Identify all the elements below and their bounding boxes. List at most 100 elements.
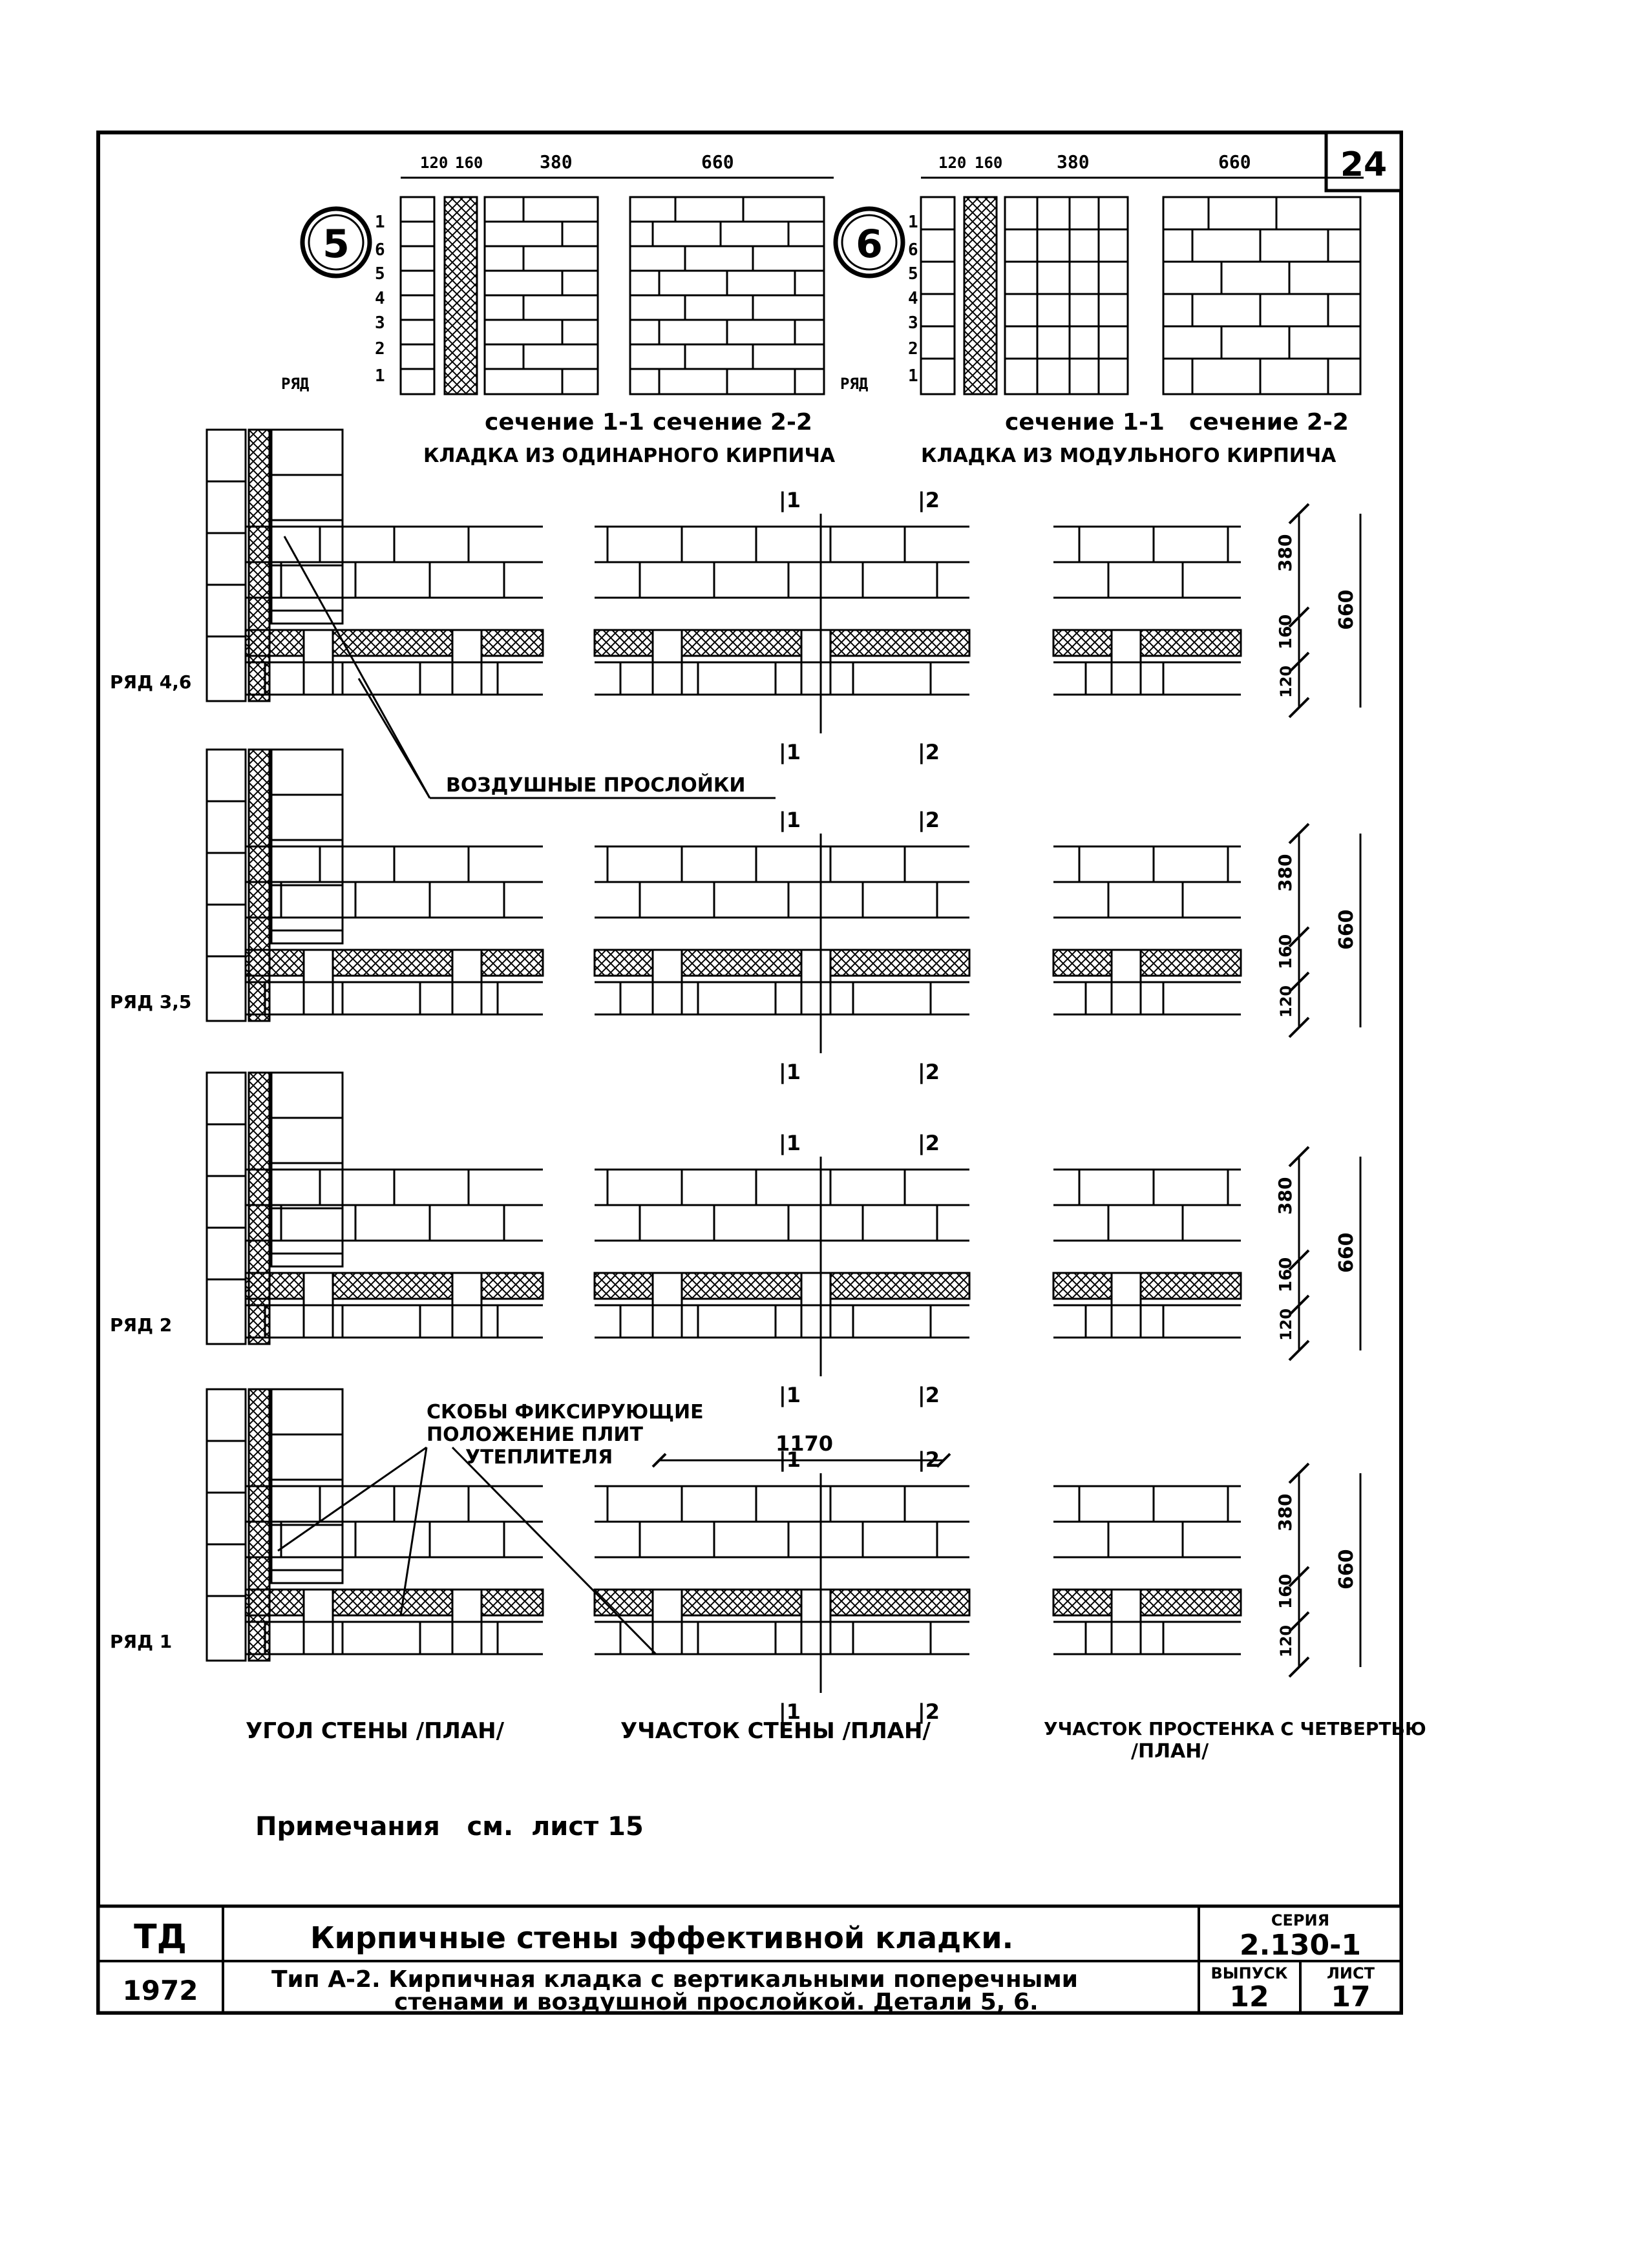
cut-mark-2-top: |2 bbox=[918, 1131, 940, 1156]
insulation-layer bbox=[1052, 1272, 1242, 1300]
dim-120: 120 bbox=[1277, 1308, 1295, 1341]
caption-corner: УГОЛ СТЕНЫ /ПЛАН/ bbox=[246, 1718, 505, 1744]
cut-mark-2-top: |2 bbox=[918, 488, 940, 513]
detail-6: 6 120 160 380 660 1 6 5 4 3 2 1 РЯД bbox=[833, 151, 1364, 467]
cut-mark-1-top: |1 bbox=[779, 488, 801, 513]
insulation-layer bbox=[244, 1588, 544, 1617]
wall-segment-2 bbox=[593, 1168, 971, 1339]
title-block: ТД 1972 Кирпичные стены эффективной клад… bbox=[96, 1904, 1403, 2015]
detail-5-dim-160: 160 bbox=[455, 154, 483, 172]
dim-160: 160 bbox=[1276, 614, 1296, 649]
air-gaps-label: ВОЗДУШНЫЕ ПРОСЛОЙКИ bbox=[446, 773, 746, 797]
plan-row-label: РЯД 1 bbox=[110, 1631, 172, 1652]
detail-5-row-numbers: 1 6 5 4 3 2 1 РЯД bbox=[281, 213, 385, 393]
detail-5-id: 5 bbox=[322, 222, 350, 267]
corner-insulation-vertical bbox=[248, 1071, 271, 1345]
detail-6-section-2-2-label: сечение 2-2 bbox=[1189, 409, 1349, 436]
detail-6-circle bbox=[833, 206, 905, 278]
wall-segment-3 bbox=[1052, 845, 1242, 1016]
dim-120: 120 bbox=[1277, 985, 1295, 1018]
svg-text:5: 5 bbox=[908, 264, 918, 284]
cut-mark-2-top: |2 bbox=[918, 808, 940, 833]
detail-5-dim-380: 380 bbox=[540, 151, 573, 173]
wall-segment-2 bbox=[593, 525, 971, 696]
series-label: СЕРИЯ bbox=[1271, 1911, 1329, 1929]
corner-vertical-outer bbox=[206, 428, 247, 702]
detail-6-section-1-1-label: сечение 1-1 bbox=[1005, 409, 1165, 436]
svg-text:2: 2 bbox=[908, 339, 918, 359]
dim-380: 380 bbox=[1274, 854, 1296, 892]
insulation-layer bbox=[244, 629, 544, 657]
caption-pier-plan: /ПЛАН/ bbox=[1131, 1740, 1209, 1763]
dim-160: 160 bbox=[1276, 1257, 1296, 1292]
corner-insulation-vertical bbox=[248, 428, 271, 702]
plan-row-label: РЯД 3,5 bbox=[110, 991, 191, 1013]
cut-mark-1-top: |1 bbox=[779, 808, 801, 833]
corner-vertical-outer bbox=[206, 748, 247, 1022]
svg-text:4: 4 bbox=[375, 289, 385, 308]
sheet-value: 17 bbox=[1331, 1980, 1370, 2013]
cut-mark-1-bottom: |1 bbox=[779, 1383, 801, 1408]
insulation-layer bbox=[1052, 1588, 1242, 1617]
series-value: 2.130-1 bbox=[1240, 1929, 1361, 1962]
detail-6-dim-380: 380 bbox=[1057, 151, 1090, 173]
detail-6-dim-120: 120 bbox=[938, 154, 966, 172]
detail-5-dim-660: 660 bbox=[701, 151, 734, 173]
detail-6-dim-660: 660 bbox=[1218, 151, 1251, 173]
dim-660: 660 bbox=[1335, 1232, 1358, 1273]
wall-segment-3 bbox=[1052, 1168, 1242, 1339]
issue-value: 12 bbox=[1229, 1980, 1269, 2013]
insulation-layer bbox=[1052, 949, 1242, 977]
detail-6-id: 6 bbox=[856, 222, 883, 267]
svg-text:3: 3 bbox=[908, 313, 918, 333]
cut-mark-2-bottom: |2 bbox=[918, 1383, 940, 1408]
caption-pier: УЧАСТОК ПРОСТЕНКА С ЧЕТВЕРТЬЮ bbox=[1044, 1718, 1426, 1739]
caption-wall-section: УЧАСТОК СТЕНЫ /ПЛАН/ bbox=[620, 1718, 931, 1744]
air-gaps-callout: ВОЗДУШНЫЕ ПРОСЛОЙКИ bbox=[283, 536, 776, 799]
dim-380: 380 bbox=[1274, 534, 1296, 572]
dim-120: 120 bbox=[1277, 666, 1295, 698]
wall-segment-1 bbox=[244, 1168, 544, 1339]
title-block-title: Кирпичные стены эффективной кладки. bbox=[310, 1920, 1013, 1955]
detail-5-circle bbox=[300, 206, 372, 278]
svg-text:1: 1 bbox=[908, 366, 918, 386]
dim-120: 120 bbox=[1277, 1625, 1295, 1657]
brackets-label-3: УТЕПЛИТЕЛЯ bbox=[465, 1446, 613, 1469]
cut-mark-2-bottom: |2 bbox=[918, 740, 940, 765]
dim-380: 380 bbox=[1274, 1494, 1296, 1531]
svg-text:2: 2 bbox=[375, 339, 385, 359]
svg-text:3: 3 bbox=[375, 313, 385, 333]
title-block-subtitle-2: стенами и воздушной прослойкой. Детали 5… bbox=[394, 1989, 1039, 2015]
plan-row-label: РЯД 4,6 bbox=[110, 671, 191, 693]
wall-segment-2 bbox=[593, 1485, 971, 1655]
insulation-layer bbox=[244, 1272, 544, 1300]
svg-text:1: 1 bbox=[375, 213, 385, 232]
insulation-layer bbox=[593, 629, 971, 657]
svg-text:4: 4 bbox=[908, 289, 918, 308]
detail-6-row-label: РЯД bbox=[840, 375, 868, 393]
wall-segment-2 bbox=[593, 845, 971, 1016]
detail-5-dim-120: 120 bbox=[420, 154, 448, 172]
cut-mark-1-top: |1 bbox=[779, 1131, 801, 1156]
insulation-layer bbox=[1052, 629, 1242, 657]
svg-text:6: 6 bbox=[908, 240, 918, 260]
detail-6-masonry-type: КЛАДКА ИЗ МОДУЛЬНОГО КИРПИЧА bbox=[921, 445, 1336, 467]
span-1170-dimension: 1170 bbox=[651, 1431, 951, 1468]
plan-row-label: РЯД 2 bbox=[110, 1314, 172, 1336]
detail-6-section-1-1: сечение 1-1 bbox=[920, 196, 1165, 436]
corner-vertical-outer bbox=[206, 1071, 247, 1345]
notes: Примечания см. лист 15 bbox=[255, 1812, 644, 1842]
wall-segment-3 bbox=[1052, 525, 1242, 696]
detail-6-row-numbers: 1 6 5 4 3 2 1 РЯД bbox=[840, 213, 918, 393]
wall-segment-3 bbox=[1052, 1485, 1242, 1655]
brackets-label-2: ПОЛОЖЕНИЕ ПЛИТ bbox=[427, 1423, 644, 1446]
cut-mark-2-bottom: |2 bbox=[918, 1060, 940, 1085]
dim-660: 660 bbox=[1335, 909, 1358, 950]
cut-mark-1-bottom: |1 bbox=[779, 740, 801, 765]
